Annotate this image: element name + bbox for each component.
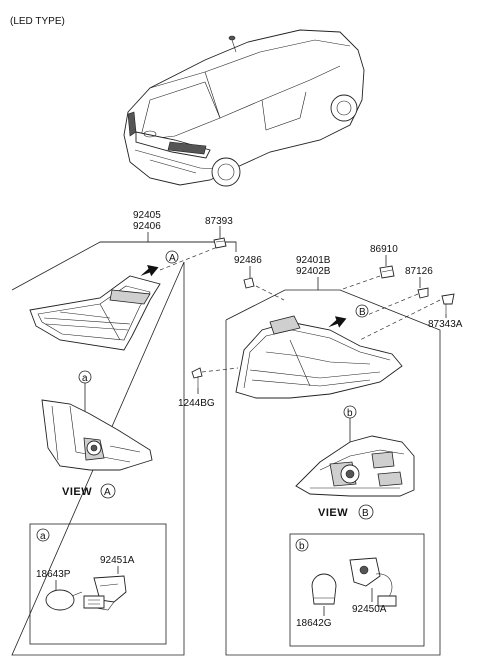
label-87393: 87393 [205, 216, 233, 227]
svg-text:VIEW: VIEW [62, 486, 92, 498]
svg-text:A: A [104, 487, 111, 498]
label-92401B: 92401B [296, 255, 331, 266]
label-92450A: 92450A [352, 604, 387, 615]
label-18643P: 18643P [36, 569, 71, 580]
screw-1244BG [191, 367, 203, 388]
svg-text:a: a [40, 531, 46, 542]
clip-87126 [417, 287, 429, 299]
svg-text:B: B [362, 508, 369, 519]
view-b-caption: VIEW B [318, 504, 374, 520]
svg-text:b: b [299, 541, 305, 552]
svg-text:a: a [82, 373, 88, 384]
label-86910: 86910 [370, 244, 398, 255]
inset-box-a [29, 523, 167, 645]
fastener-92486 [243, 277, 255, 289]
vehicle-illustration [123, 29, 365, 187]
left-lamp-back-view [41, 399, 153, 471]
view-a-caption: VIEW A [62, 483, 116, 499]
svg-text:B: B [359, 307, 366, 318]
clip-87343A [441, 293, 455, 314]
fastener-87393 [213, 237, 227, 249]
left-tail-lamp [29, 275, 161, 351]
label-18642G: 18642G [296, 618, 332, 629]
label-92486: 92486 [234, 255, 262, 266]
bulb-18643P [45, 589, 83, 611]
grommet-86910 [379, 265, 395, 279]
svg-text:VIEW: VIEW [318, 507, 348, 519]
view-b-arrow: B [328, 304, 369, 328]
bulb-18642G [311, 573, 337, 605]
diagram-title: (LED TYPE) [10, 16, 65, 27]
svg-text:A: A [169, 253, 176, 264]
label-87126: 87126 [405, 266, 433, 277]
right-tail-lamp [235, 315, 403, 399]
view-a-arrow: A [140, 245, 221, 277]
label-92451A: 92451A [100, 555, 135, 566]
label-92406: 92406 [133, 221, 161, 232]
socket-92451A [83, 575, 127, 611]
inset-box-b [289, 533, 425, 647]
svg-text:b: b [347, 408, 353, 419]
socket-92450A [349, 557, 397, 607]
label-1244BG: 1244BG [178, 398, 215, 409]
label-87343A: 87343A [428, 319, 463, 330]
right-lamp-back-view [295, 435, 415, 497]
label-92402B: 92402B [296, 266, 331, 277]
label-92405: 92405 [133, 210, 161, 221]
